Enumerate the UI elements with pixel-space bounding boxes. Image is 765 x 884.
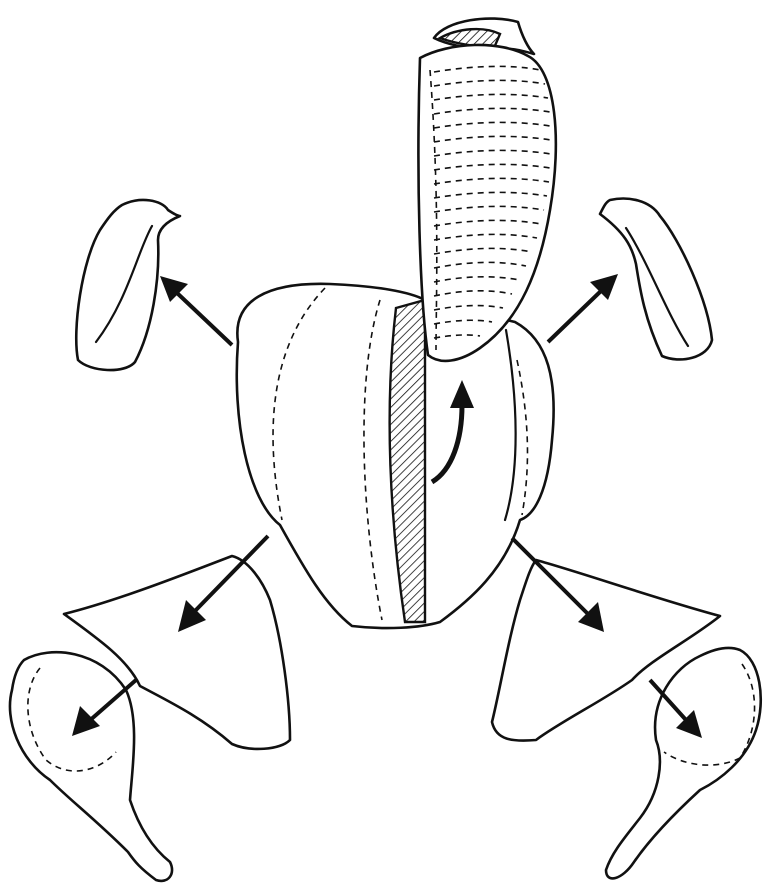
arrow-to-left-wing xyxy=(160,276,232,345)
arrow-to-right-wing xyxy=(548,274,618,342)
right-wing xyxy=(600,199,712,360)
spine-back xyxy=(418,19,555,361)
